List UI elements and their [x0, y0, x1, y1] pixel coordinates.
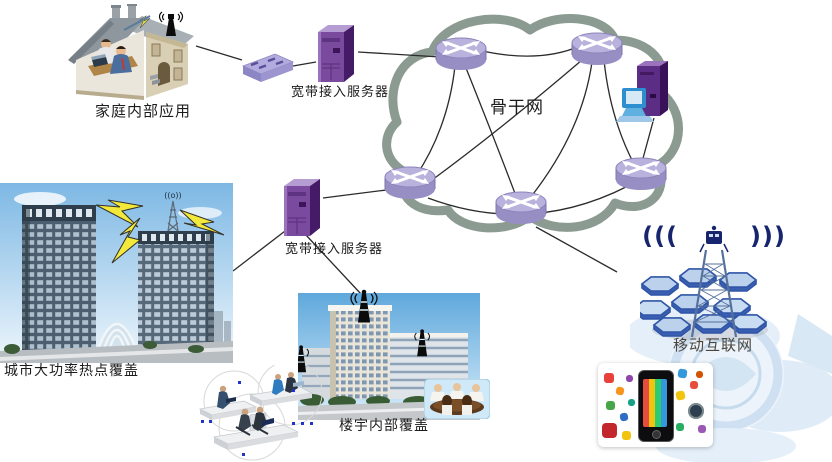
router-icon-1	[434, 36, 488, 72]
home-label: 家庭内部应用	[94, 104, 191, 120]
router-icon-4	[494, 190, 548, 226]
app-icon	[622, 431, 631, 440]
app-icon	[696, 371, 703, 378]
coverage-dots	[201, 381, 313, 456]
bras-label-2: 宽带接入服务器	[284, 241, 383, 256]
mobile-label: 移动互联网	[672, 338, 753, 354]
tower-head	[699, 225, 729, 253]
hex-cells	[640, 268, 768, 337]
city-antenna-waves: ((o))	[164, 191, 181, 200]
camera-app-icon	[688, 403, 704, 419]
line-server2-building	[304, 233, 362, 295]
sitting-people	[217, 372, 304, 436]
router-icon-2	[570, 31, 624, 67]
router-icon-3	[383, 165, 437, 201]
mobile-tower-icon: ((( )))	[640, 222, 786, 341]
app-icon	[615, 386, 625, 396]
phone-home-button	[652, 430, 661, 439]
app-icon	[698, 425, 706, 433]
smartphone-icon	[638, 370, 674, 442]
city-label: 城市大功率热点覆盖	[4, 364, 139, 379]
mobile-waves-right: )))	[750, 222, 786, 250]
line-home-switch	[195, 45, 243, 61]
meeting-clipart	[424, 379, 490, 419]
app-icon	[628, 399, 635, 406]
app-icon	[626, 375, 633, 382]
tower-lattice	[690, 249, 738, 338]
city-antenna-icon: ((o))	[164, 191, 182, 232]
server-workstation-icon	[616, 61, 668, 122]
line-server1-cloud	[357, 51, 441, 58]
building-label: 楼宇内部覆盖	[339, 419, 429, 434]
app-icon	[602, 423, 617, 438]
router-icon-5	[614, 156, 668, 192]
line-switch-server1	[292, 61, 317, 67]
phone-apps-collage	[598, 363, 713, 447]
app-icon	[606, 401, 615, 410]
lightning-bolts	[95, 199, 225, 264]
app-icon	[690, 381, 698, 389]
phone-screen	[643, 379, 667, 427]
app-icon	[675, 390, 686, 401]
line-cloud-mobile	[535, 226, 618, 273]
app-icon	[677, 368, 688, 379]
mobile-waves-left: (((	[642, 222, 678, 250]
broadband-server-icon-2	[283, 178, 321, 237]
building-antenna-icons	[298, 289, 430, 373]
bras-label-1: 宽带接入服务器	[290, 84, 389, 99]
broadband-server-icon-1	[317, 24, 355, 83]
app-icon	[676, 423, 684, 431]
app-icon	[604, 373, 614, 383]
ethernet-switch-icon	[241, 53, 295, 82]
home-house-illustration	[68, 4, 194, 100]
app-icon	[619, 412, 629, 422]
bench-users-clipart	[198, 365, 323, 461]
city-photo: ((o))	[0, 183, 233, 363]
line-server2-city	[232, 227, 290, 272]
backbone-label: 骨干网	[490, 98, 544, 117]
